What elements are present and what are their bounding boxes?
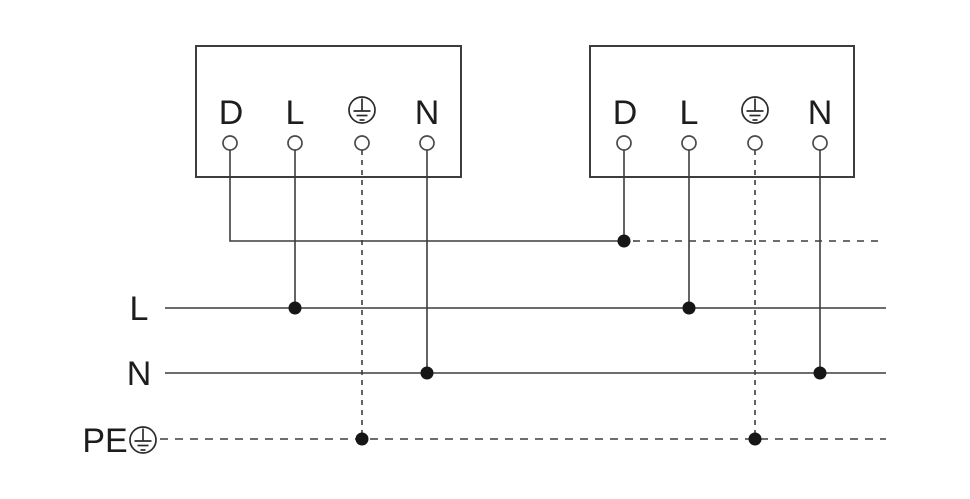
junction-pe-device1 xyxy=(355,432,369,446)
device-1-terminal-block: D L N xyxy=(195,45,462,178)
junction-l-device2 xyxy=(682,301,696,315)
device-2-terminal-n-label: N xyxy=(808,94,833,132)
device-2-terminal-n xyxy=(812,135,828,151)
device-1-terminal-d xyxy=(222,135,238,151)
device-2-terminal-earth xyxy=(747,135,763,151)
wires xyxy=(229,150,884,439)
device-1-terminal-n-label: N xyxy=(415,94,440,132)
protective-earth-icon xyxy=(129,426,157,454)
device-2-terminal-block: D L N xyxy=(589,45,855,178)
live-bus-label: L xyxy=(130,290,149,328)
device-2-outline xyxy=(589,45,855,178)
device-1-terminal-d-label: D xyxy=(219,94,244,132)
device-1-terminal-n xyxy=(419,135,435,151)
junction-l-device1 xyxy=(288,301,302,315)
junction-dots xyxy=(288,234,827,446)
device-1-terminal-l xyxy=(287,135,303,151)
wire-d-device1 xyxy=(229,150,624,242)
device-1-outline xyxy=(195,45,462,178)
junction-pe-device2 xyxy=(748,432,762,446)
neutral-bus-label: N xyxy=(127,355,152,393)
protective-earth-icon xyxy=(348,96,376,124)
junction-n-device2 xyxy=(813,366,827,380)
device-1-terminal-l-label: L xyxy=(286,94,305,132)
junction-d xyxy=(617,234,631,248)
protective-earth-icon xyxy=(741,96,769,124)
device-2-terminal-l-label: L xyxy=(680,94,699,132)
pe-bus-label: PE xyxy=(82,422,127,460)
device-2-terminal-d xyxy=(616,135,632,151)
supply-lines xyxy=(160,307,886,440)
junction-n-device1 xyxy=(420,366,434,380)
device-1-terminal-earth xyxy=(354,135,370,151)
device-2-terminal-d-label: D xyxy=(613,94,638,132)
device-2-terminal-l xyxy=(681,135,697,151)
